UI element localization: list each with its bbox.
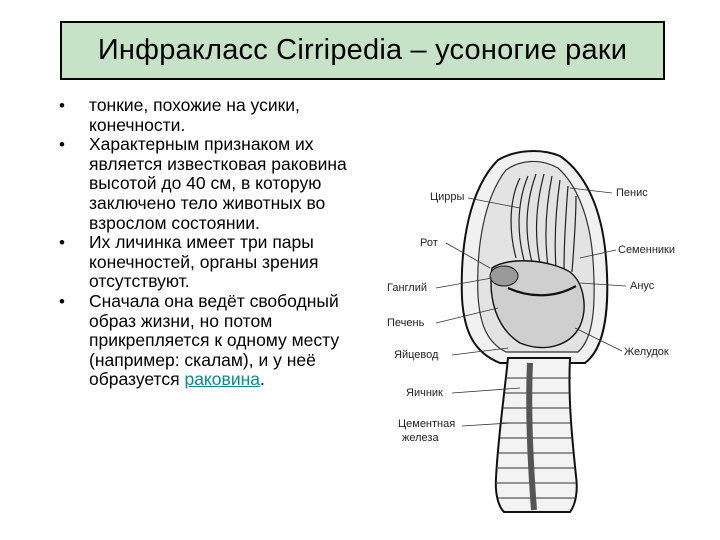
label-oviduct: Яйцевод — [394, 349, 439, 361]
bullet-item: Сначала она ведёт свободный образ жизни,… — [55, 290, 360, 390]
bullet-text: тонкие, похожие на усики, конечности. — [89, 95, 300, 135]
peduncle-rings — [497, 377, 576, 499]
label-cirri: Цирры — [430, 191, 465, 203]
label-cement-gland-2: железа — [402, 432, 439, 444]
bullet-text-before: Сначала она ведёт свободный образ жизни,… — [89, 290, 340, 390]
gut-tube — [507, 285, 577, 297]
bullet-list: тонкие, похожие на усики, конечности. Ха… — [55, 95, 360, 390]
bullet-text: Характерным признаком их является извест… — [89, 134, 347, 233]
peduncle — [494, 357, 578, 513]
bullet-text: Их личинка имеет три пары конечностей, о… — [89, 232, 319, 292]
bullet-item: тонкие, похожие на усики, конечности. — [55, 95, 360, 135]
bullet-item: Их личинка имеет три пары конечностей, о… — [55, 232, 360, 292]
label-liver: Печень — [387, 317, 425, 329]
label-cement-gland-1: Цементная — [398, 418, 455, 430]
barnacle-drawing: Цирры Рот Ганглий Печень Яйцевод Яичник … — [387, 150, 675, 513]
label-mouth: Рот — [420, 237, 438, 249]
label-ovary: Яичник — [406, 387, 443, 399]
bullet-item: Характерным признаком их является извест… — [55, 134, 360, 233]
slide-title: Инфракласс Cirripedia – усоногие раки — [97, 34, 628, 66]
label-anus: Анус — [630, 280, 655, 292]
shell-link[interactable]: раковина — [184, 369, 260, 390]
label-ganglion: Ганглий — [387, 282, 427, 294]
label-penis: Пенис — [616, 187, 648, 199]
label-stomach: Желудок — [624, 346, 669, 358]
title-box: Инфракласс Cirripedia – усоногие раки — [60, 21, 665, 80]
ovary-tube — [526, 362, 537, 511]
label-testes: Семенники — [618, 244, 675, 256]
ganglion-shape — [489, 265, 519, 287]
bullet-text-after: . — [260, 369, 265, 390]
cirri-drawing — [510, 173, 577, 273]
barnacle-anatomy-figure: Цирры Рот Ганглий Печень Яйцевод Яичник … — [380, 148, 700, 516]
